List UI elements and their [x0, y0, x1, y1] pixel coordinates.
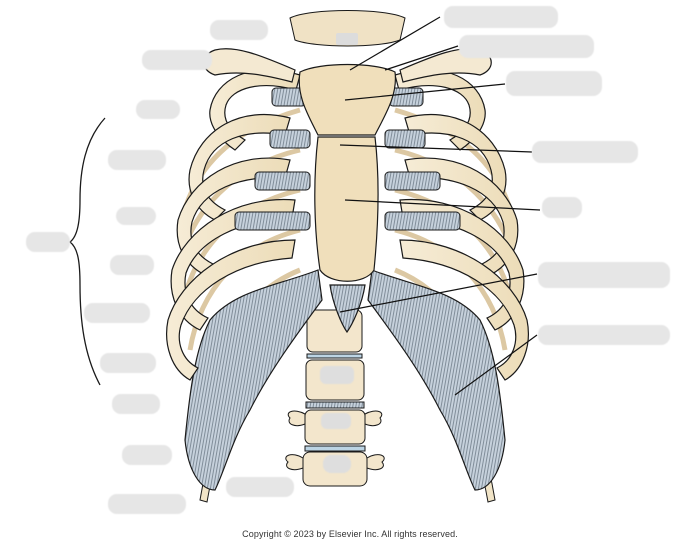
label-placeholder-r6[interactable] — [538, 262, 670, 288]
label-placeholder-r4[interactable] — [532, 141, 638, 163]
label-placeholder-l3[interactable] — [136, 100, 180, 119]
label-placeholder-l7[interactable] — [110, 255, 154, 275]
label-placeholder-l10[interactable] — [112, 394, 160, 414]
label-placeholder-l2[interactable] — [142, 50, 212, 70]
label-placeholder-l13[interactable] — [226, 477, 294, 497]
label-placeholder-r5[interactable] — [542, 197, 582, 218]
copyright-notice: Copyright © 2023 by Elsevier Inc. All ri… — [242, 529, 458, 539]
label-placeholder-l11[interactable] — [122, 445, 172, 465]
label-placeholder-r3[interactable] — [506, 71, 602, 96]
label-placeholder-v2[interactable] — [321, 413, 351, 429]
anterior-ribs-left — [166, 69, 301, 381]
leader-lines — [339, 16, 541, 396]
label-placeholder-l12[interactable] — [108, 494, 186, 514]
costal-cartilage-lower — [184, 269, 506, 491]
anterior-ribs-right — [394, 69, 529, 381]
label-placeholder-l5[interactable] — [116, 207, 156, 225]
label-placeholder-r7[interactable] — [538, 325, 670, 345]
label-placeholder-l9[interactable] — [100, 353, 156, 373]
label-placeholder-v1[interactable] — [320, 366, 354, 384]
label-placeholder-l8[interactable] — [84, 303, 150, 323]
thoracic-vertebra-top — [289, 10, 406, 47]
label-placeholder-v3[interactable] — [323, 455, 351, 473]
label-placeholder-l1[interactable] — [210, 20, 268, 40]
sternal-body — [314, 136, 379, 282]
label-placeholder-r1[interactable] — [444, 6, 558, 28]
label-placeholder-r2[interactable] — [459, 35, 594, 58]
costal-cartilage-upper — [234, 87, 461, 231]
true-ribs-bracket — [68, 117, 106, 386]
label-placeholder-l4[interactable] — [108, 150, 166, 170]
xiphoid-process — [329, 284, 366, 334]
label-placeholder-bracket[interactable] — [26, 232, 70, 252]
